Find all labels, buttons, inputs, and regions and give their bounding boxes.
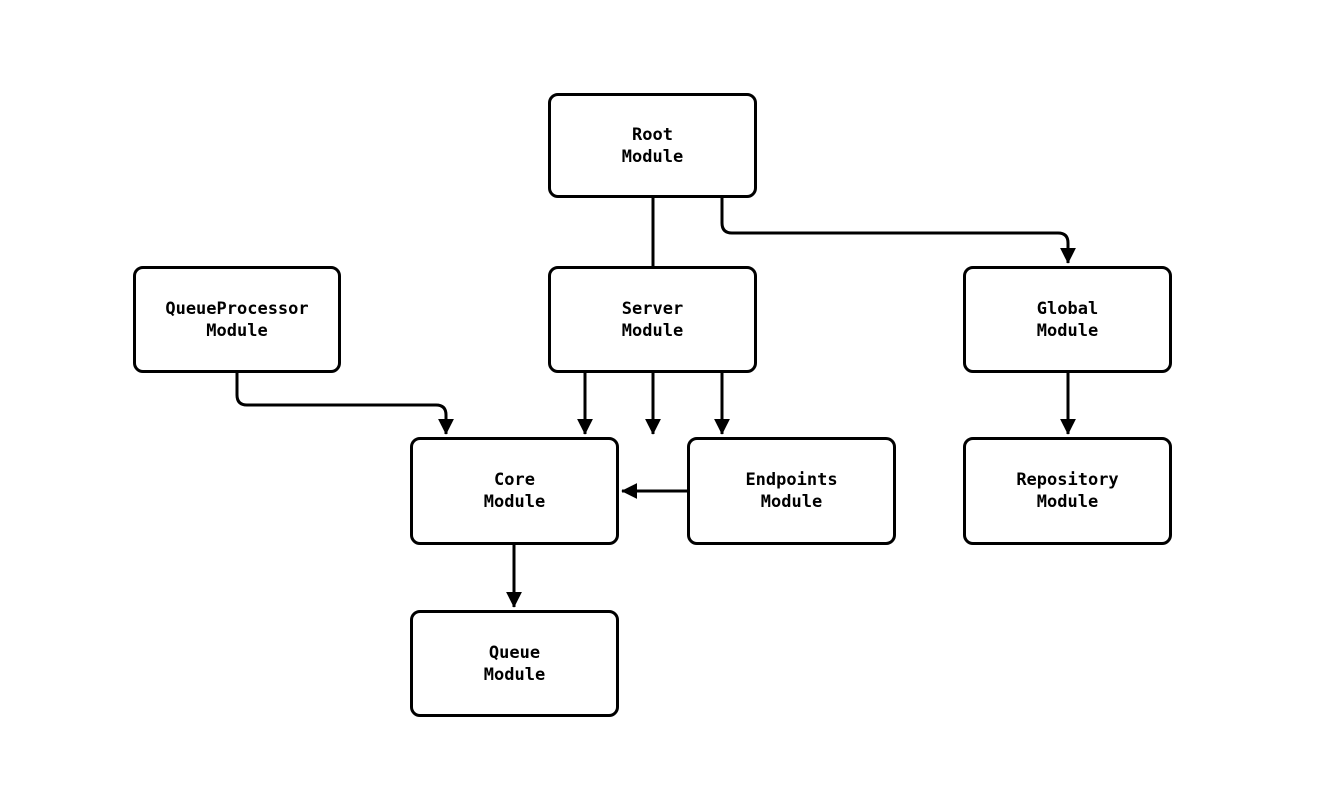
node-server: Server Module [548, 266, 757, 373]
edge-root-to-global [720, 198, 1076, 264]
node-repository: Repository Module [963, 437, 1172, 545]
node-endpoints: Endpoints Module [687, 437, 896, 545]
node-queueprocessor: QueueProcessor Module [133, 266, 341, 373]
node-global: Global Module [963, 266, 1172, 373]
node-core: Core Module [410, 437, 619, 545]
edge-queueprocessor-to-core [235, 373, 454, 435]
node-root: Root Module [548, 93, 757, 198]
node-queue: Queue Module [410, 610, 619, 717]
